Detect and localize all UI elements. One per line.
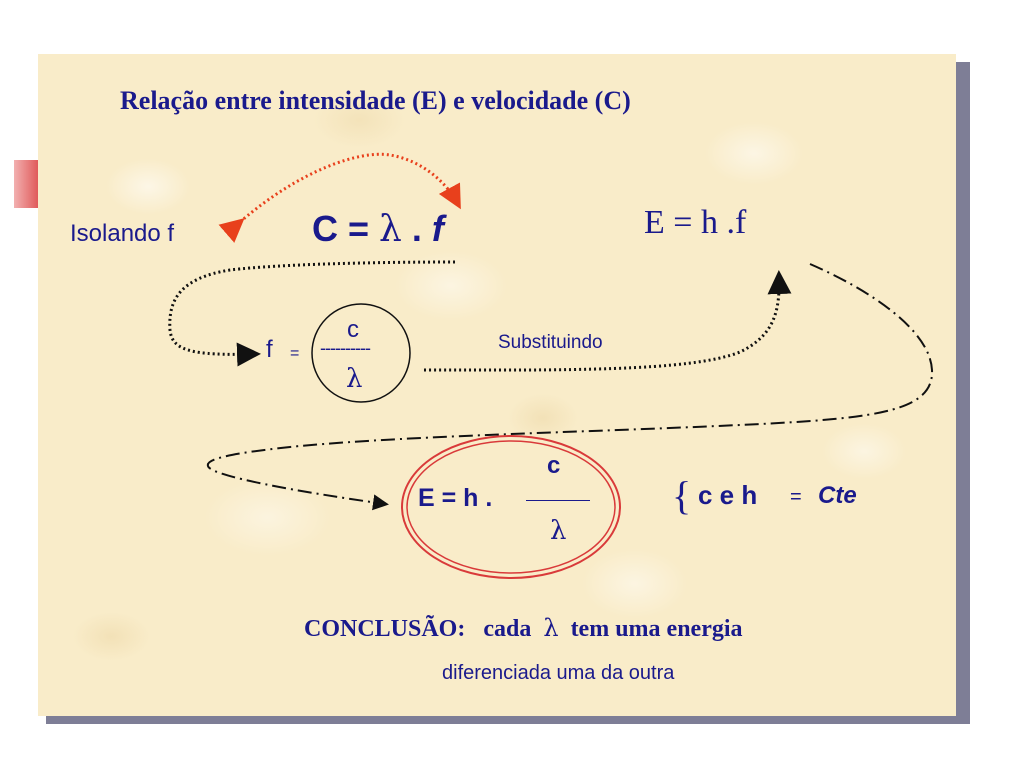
result-equation-lhs: E = h . <box>418 484 493 512</box>
equation-e: E = h .f <box>644 204 747 241</box>
result-fraction-bar <box>526 500 590 501</box>
isolando-label: Isolando f <box>70 220 175 247</box>
conclusion-line: CONCLUSÃO: cada λ tem uma energia <box>304 614 743 643</box>
fraction-f-denominator: λ <box>346 364 363 394</box>
slide-title: Relação entre intensidade (E) e velocida… <box>120 86 631 115</box>
conclusion-lambda: λ <box>543 614 559 642</box>
red-dotted-arrow-icon <box>218 152 461 243</box>
decorative-tab <box>14 160 38 208</box>
dash-dot-arrow-icon <box>206 263 934 511</box>
result-equation-numerator: c <box>547 452 561 479</box>
conclusion-text-before: cada <box>483 616 532 642</box>
result-circle-outer <box>401 435 621 579</box>
fraction-f-lhs: f <box>266 336 273 363</box>
result-equation-denominator: λ <box>550 516 567 546</box>
isolando-dotted-arrow-icon <box>168 260 456 367</box>
constants-value: Cte <box>818 482 857 509</box>
fraction-f-numerator: c <box>347 316 359 343</box>
fraction-circle <box>311 303 411 403</box>
substituindo-label: Substituindo <box>498 332 603 353</box>
brace-icon: { <box>672 473 692 518</box>
substituindo-dotted-arrow-icon <box>423 270 792 372</box>
conclusion-text-after: tem uma energia <box>570 616 743 642</box>
constants-text: c e h <box>698 480 758 510</box>
result-circle-inner <box>406 440 616 574</box>
conclusion-line-2: diferenciada uma da outra <box>442 662 675 684</box>
constants-equals: = <box>790 486 802 508</box>
fraction-f-dashes: ---------- <box>320 338 371 358</box>
slide-panel <box>38 54 956 716</box>
fraction-f-equals: = <box>290 345 300 362</box>
conclusion-heading: CONCLUSÃO: <box>304 616 466 642</box>
